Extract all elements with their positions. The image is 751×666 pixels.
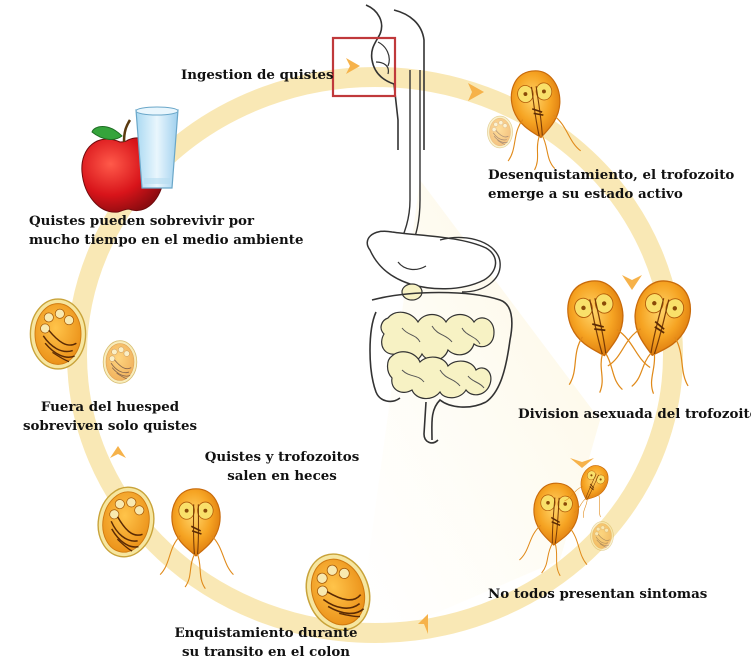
label-excystation: Desenquistamiento, el trofozoito emerge … xyxy=(488,166,734,204)
label-outside-host: Fuera del huesped sobreviven solo quiste… xyxy=(22,398,198,436)
label-survive: Quistes pueden sobrevivir por mucho tiem… xyxy=(29,212,303,250)
label-symptoms-text: No todos presentan sintomas xyxy=(488,585,707,604)
label-survive-line-2: mucho tiempo en el medio ambiente xyxy=(29,231,303,250)
label-feces: Quistes y trofozoitos salen en heces xyxy=(196,448,368,486)
label-feces-line-2: salen en heces xyxy=(196,467,368,486)
label-ingestion-text: Ingestion de quistes xyxy=(181,66,334,85)
label-symptoms: No todos presentan sintomas xyxy=(488,585,707,604)
label-feces-line-1: Quistes y trofozoitos xyxy=(196,448,368,467)
excystation-trophozoite xyxy=(487,66,582,175)
label-encystation: Enquistamiento durante su transito en el… xyxy=(168,624,364,662)
label-survive-line-1: Quistes pueden sobrevivir por xyxy=(29,212,303,231)
label-outside-host-line-1: Fuera del huesped xyxy=(22,398,198,417)
label-division: Division asexuada del trofozoito xyxy=(518,405,751,424)
label-excystation-line-1: Desenquistamiento, el trofozoito xyxy=(488,166,734,185)
label-encystation-line-2: su transito en el colon xyxy=(168,643,364,662)
dividing-trophozoites xyxy=(549,272,711,401)
label-division-text: Division asexuada del trofozoito xyxy=(518,405,751,424)
label-excystation-line-2: emerge a su estado activo xyxy=(488,185,734,204)
label-encystation-line-1: Enquistamiento durante xyxy=(168,624,364,643)
label-outside-host-line-2: sobreviven solo quistes xyxy=(22,417,198,436)
water-glass-illustration xyxy=(136,107,178,188)
label-ingestion: Ingestion de quistes xyxy=(181,66,334,85)
